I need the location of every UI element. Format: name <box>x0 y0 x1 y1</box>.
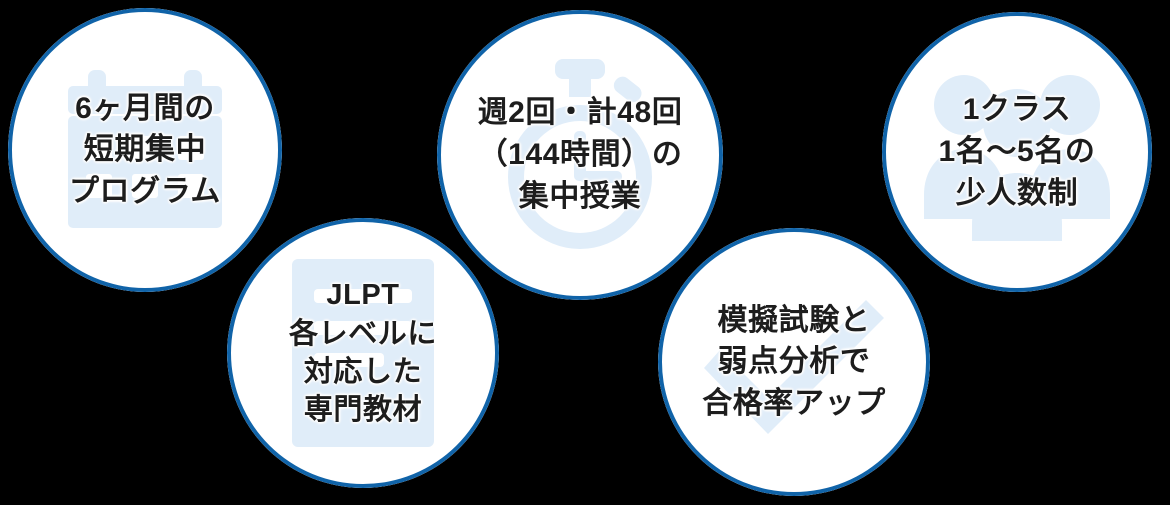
bubble-line: 弱点分析で <box>717 345 871 379</box>
feature-bubble-frequency[interactable]: 週2回・計48回 （144時間）の 集中授業 <box>437 10 723 300</box>
bubble-line: 集中授業 <box>518 180 642 213</box>
feature-bubble-frequency-text: 週2回・計48回 （144時間）の 集中授業 <box>478 92 683 218</box>
bubble-line: 6ヶ月間の <box>75 91 215 125</box>
bubble-line: 各レベルに <box>289 317 437 350</box>
bubble-line: プログラム <box>68 174 222 208</box>
bubble-line: 1名〜5名の <box>938 135 1096 168</box>
feature-bubble-materials[interactable]: JLPT 各レベルに 対応した 専門教材 <box>227 218 499 488</box>
bubble-line: 合格率アップ <box>702 386 886 420</box>
bubble-line: 専門教材 <box>303 394 423 427</box>
bubble-line: 対応した <box>303 356 423 388</box>
feature-bubble-class-size[interactable]: 1クラス 1名〜5名の 少人数制 <box>882 12 1152 292</box>
feature-bubble-mock-exam-text: 模擬試験と 弱点分析で 合格率アップ <box>702 300 886 424</box>
bubble-line: JLPT <box>326 279 400 312</box>
bubble-line: 短期集中 <box>83 133 207 167</box>
bubble-line: （144時間）の <box>477 138 683 171</box>
bubble-line: 模擬試験と <box>717 303 871 337</box>
feature-bubble-duration[interactable]: 6ヶ月間の 短期集中 プログラム <box>8 8 282 292</box>
feature-bubble-duration-text: 6ヶ月間の 短期集中 プログラム <box>69 88 221 212</box>
bubble-line: 1クラス <box>962 93 1072 126</box>
bubble-line: 少人数制 <box>955 177 1079 210</box>
bubble-line: 週2回・計48回 <box>477 96 683 129</box>
feature-bubble-class-size-text: 1クラス 1名〜5名の 少人数制 <box>939 89 1096 215</box>
feature-bubble-mock-exam[interactable]: 模擬試験と 弱点分析で 合格率アップ <box>658 228 930 496</box>
feature-bubble-materials-text: JLPT 各レベルに 対応した 専門教材 <box>289 276 437 429</box>
